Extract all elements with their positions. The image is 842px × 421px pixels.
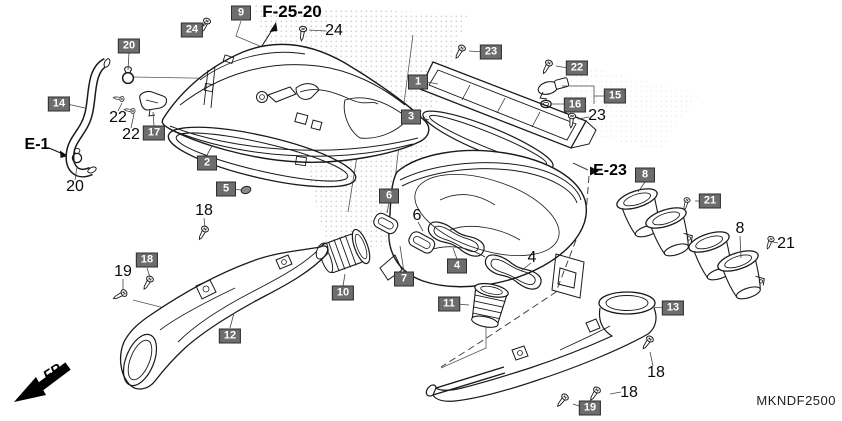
callout-box-5[interactable]: 5 (216, 181, 236, 197)
callout-box-24[interactable]: 24 (180, 22, 204, 38)
callout-box-16[interactable]: 16 (563, 97, 587, 113)
callout-num-18[interactable]: 18 (620, 384, 638, 401)
ref-e23-label[interactable]: E-23 (593, 162, 627, 179)
callout-box-17[interactable]: 17 (142, 125, 166, 141)
callout-box-22[interactable]: 22 (565, 60, 589, 76)
case-seal-part6 (373, 212, 436, 254)
callout-box-19[interactable]: 19 (578, 400, 602, 416)
callout-box-14[interactable]: 14 (47, 96, 71, 112)
sensor-part15 (537, 77, 570, 100)
assembly-ref-label[interactable]: F-25-20 (262, 2, 322, 21)
callout-box-20[interactable]: 20 (117, 38, 141, 54)
callout-num-22[interactable]: 22 (122, 126, 140, 143)
air-duct-part13 (425, 291, 657, 402)
callout-box-8[interactable]: 8 (635, 167, 655, 183)
callout-box-10[interactable]: 10 (331, 285, 355, 301)
connecting-boot-part11 (471, 282, 509, 328)
callout-box-2[interactable]: 2 (197, 155, 217, 171)
callout-box-1[interactable]: 1 (408, 74, 428, 90)
ref-e1-label[interactable]: E-1 (24, 136, 50, 153)
o-ring-part16 (540, 99, 552, 109)
callout-box-9[interactable]: 9 (231, 5, 251, 21)
f2520-arrow (259, 22, 278, 50)
callout-num-20[interactable]: 20 (66, 178, 84, 195)
callout-num-23[interactable]: 23 (588, 107, 606, 124)
callout-box-13[interactable]: 13 (661, 300, 685, 316)
vent-tube-part14 (65, 57, 111, 178)
callout-num-24[interactable]: 24 (325, 22, 343, 39)
callout-box-11[interactable]: 11 (438, 296, 460, 312)
callout-box-23[interactable]: 23 (479, 44, 503, 60)
funnel-gasket-part4-b (484, 254, 542, 290)
callout-box-7[interactable]: 7 (394, 271, 414, 287)
air-cleaner-cover-part9 (161, 43, 430, 167)
air-cleaner-case-part7 (379, 149, 587, 299)
callout-box-21[interactable]: 21 (698, 193, 722, 209)
callout-box-4[interactable]: 4 (447, 258, 467, 274)
callout-box-18[interactable]: 18 (135, 252, 159, 268)
air-duct-part12 (119, 242, 329, 390)
iat-sensor-part17 (139, 90, 168, 117)
drawing-code: MKNDF2500 (756, 393, 836, 408)
callout-num-18[interactable]: 18 (195, 202, 213, 219)
callout-num-21[interactable]: 21 (777, 235, 795, 252)
connecting-boot-part10 (319, 228, 371, 274)
callout-box-6[interactable]: 6 (379, 188, 399, 204)
callout-box-3[interactable]: 3 (401, 109, 421, 125)
callout-num-8[interactable]: 8 (735, 220, 745, 237)
callout-box-15[interactable]: 15 (603, 88, 627, 104)
callout-num-19[interactable]: 19 (114, 263, 132, 280)
cover-seal-part2 (167, 126, 357, 188)
leader-lines (66, 23, 779, 408)
callout-num-4[interactable]: 4 (527, 249, 537, 266)
callout-num-6[interactable]: 6 (412, 207, 422, 224)
callout-num-22[interactable]: 22 (109, 109, 127, 126)
funnel-gasket-part4-a (427, 221, 485, 257)
callout-num-18[interactable]: 18 (647, 364, 665, 381)
e23-group-boundary (440, 162, 599, 368)
grommet-part5 (240, 185, 252, 195)
callout-box-12[interactable]: 12 (218, 328, 242, 344)
